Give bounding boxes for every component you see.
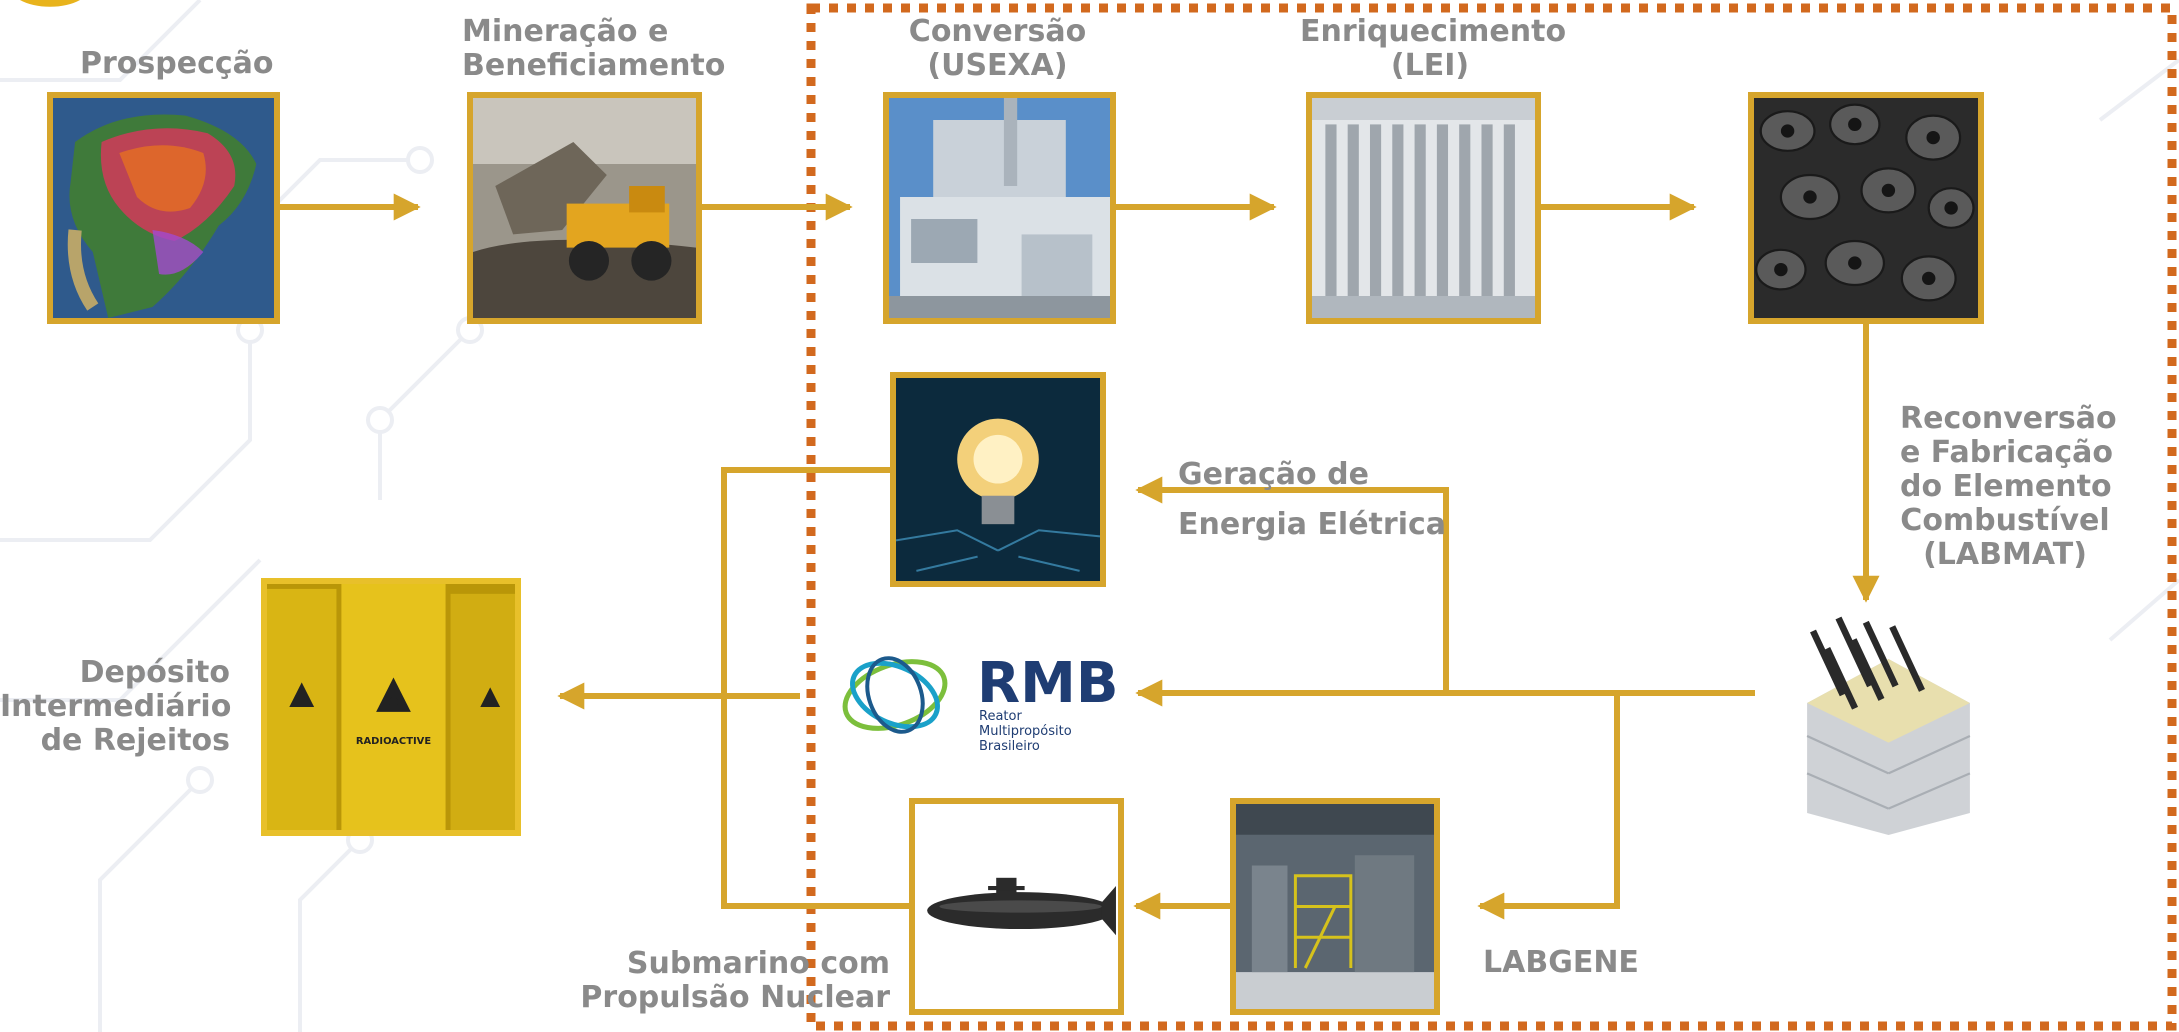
arrow-to-labgene (1477, 693, 1620, 920)
geracao-label: Geração de Energia Elétrica (1178, 457, 1447, 542)
rmb-subtitle-line-2: Multipropósito (979, 724, 1072, 739)
labgene-label: LABGENE (1483, 945, 1639, 980)
rmb-logo: RMB Reator Multipropósito Brasileiro (835, 640, 1115, 755)
mining-truck-image (467, 92, 702, 324)
brazil-map-image (47, 92, 280, 324)
radioactive-barrels-image: RADIOACTIVE (261, 578, 521, 836)
enriquecimento-label: Enriquecimento (LEI) (1300, 14, 1567, 83)
barrel-label: RADIOACTIVE (356, 736, 431, 747)
arrow-to-geracao (1135, 476, 1449, 693)
waste-collector-line (721, 467, 912, 909)
prospeccao-label: Prospecção (80, 46, 274, 81)
conversao-label: Conversão (USEXA) (908, 14, 1087, 83)
light-bulb-image (890, 372, 1106, 587)
submarine-image (909, 798, 1124, 1015)
rmb-logo-text: RMB (977, 651, 1115, 716)
nuclear-cycle-dotted-border (806, 3, 2177, 1031)
submarino-label: Submarino com Propulsão Nuclear (580, 946, 890, 1015)
mineracao-label: Mineração e Beneficiamento (462, 14, 726, 83)
deposito-label: Depósito Intermediário de Rejeitos (0, 655, 232, 758)
centrifuge-cascade-image (1306, 92, 1541, 324)
uranium-pellets-image (1748, 92, 1984, 324)
fuel-assembly-image (1765, 615, 1990, 835)
labgene-hall-image (1230, 798, 1440, 1015)
reconversao-label: Reconversão e Fabricação do Elemento Com… (1900, 401, 2117, 572)
rmb-subtitle-line-1: Reator (979, 709, 1022, 724)
rmb-subtitle-line-3: Brasileiro (979, 739, 1040, 754)
conversion-plant-image (883, 92, 1116, 324)
